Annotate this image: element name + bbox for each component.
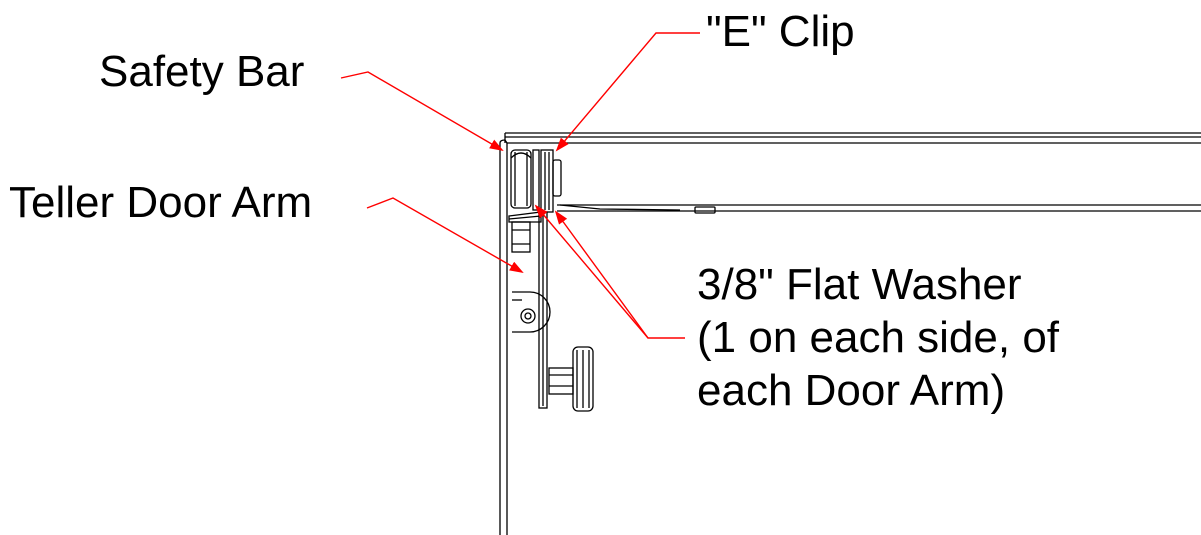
pivot xyxy=(512,291,551,333)
leader-lines xyxy=(340,32,700,339)
leader-safety-bar xyxy=(340,71,504,152)
knob xyxy=(548,346,594,412)
leader-e-clip xyxy=(555,32,700,152)
label-flat-washer-line-2: (1 on each side, of xyxy=(697,313,1060,362)
label-flat-washer-line-1: 3/8" Flat Washer xyxy=(697,260,1022,309)
leader-teller-door-arm xyxy=(366,197,524,273)
label-e-clip: "E" Clip xyxy=(706,7,855,56)
bolt xyxy=(511,221,531,253)
safety-bar xyxy=(510,149,532,209)
leader-washer-left xyxy=(534,204,685,339)
top-rail xyxy=(504,132,1201,214)
left-frame xyxy=(499,139,508,535)
e-clip-assembly xyxy=(532,149,562,213)
label-flat-washer: 3/8" Flat Washer (1 on each side, of eac… xyxy=(697,258,1059,417)
label-safety-bar: Safety Bar xyxy=(99,47,305,96)
label-teller-door-arm: Teller Door Arm xyxy=(9,178,313,227)
teller-door-arm xyxy=(538,211,548,409)
roller-bracket xyxy=(508,211,542,223)
leader-washer-right xyxy=(554,210,649,339)
label-flat-washer-line-3: each Door Arm) xyxy=(697,366,1006,415)
